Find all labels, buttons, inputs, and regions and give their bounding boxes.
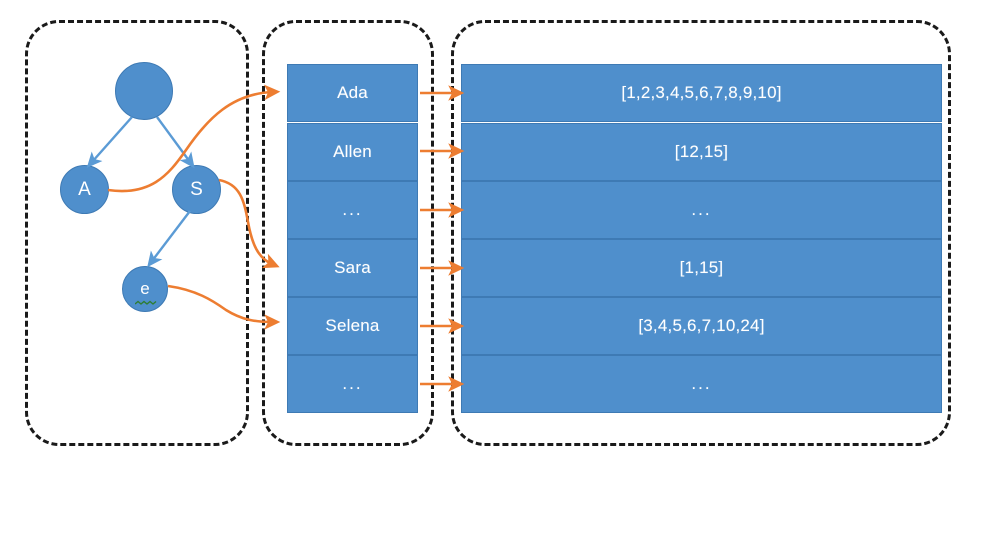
caption-posting-line1: Postin [498, 530, 551, 539]
term-label: Ada [337, 83, 368, 102]
term-label: ... [342, 374, 363, 393]
tree-node-a-label: A [78, 178, 91, 200]
tree-node-root[interactable] [115, 62, 173, 120]
term-label: Sara [334, 258, 371, 277]
tree-node-s[interactable]: S [172, 165, 221, 214]
posting-row[interactable]: [1,15] [461, 239, 942, 297]
posting-row[interactable]: [12,15] [461, 123, 942, 181]
caption-term-dictionary-line1: Term [277, 530, 361, 539]
term-label: Allen [333, 142, 372, 161]
term-dictionary-row[interactable]: Selena [287, 297, 418, 355]
posting-row[interactable]: ... [461, 355, 942, 413]
term-label: ... [342, 200, 363, 219]
term-dictionary-row[interactable]: Ada [287, 64, 418, 122]
posting-label: [3,4,5,6,7,10,24] [638, 316, 765, 335]
tree-node-s-label: S [190, 178, 203, 200]
term-dictionary-row[interactable]: Sara [287, 239, 418, 297]
term-label: Selena [325, 316, 380, 335]
posting-label: ... [691, 374, 712, 393]
term-dictionary-row[interactable]: Allen [287, 123, 418, 181]
caption-term-index: Term Index [45, 460, 91, 539]
caption-posting: Postin g [498, 460, 551, 539]
tree-node-a[interactable]: A [60, 165, 109, 214]
term-dictionary-row[interactable]: ... [287, 355, 418, 413]
caption-term-dictionary: Term Dictionary [277, 460, 361, 539]
posting-label: [12,15] [674, 142, 729, 161]
posting-label: ... [691, 200, 712, 219]
caption-term-index-line1: Term [45, 530, 91, 539]
posting-row[interactable]: [3,4,5,6,7,10,24] [461, 297, 942, 355]
region-posting [451, 20, 951, 446]
posting-row[interactable]: [1,2,3,4,5,6,7,8,9,10] [461, 64, 942, 122]
term-dictionary-row[interactable]: ... [287, 181, 418, 239]
spellcheck-squiggle-icon [135, 300, 157, 305]
tree-node-e[interactable]: e [122, 266, 168, 312]
posting-label: [1,2,3,4,5,6,7,8,9,10] [621, 83, 782, 102]
posting-row[interactable]: ... [461, 181, 942, 239]
tree-node-e-label: e [140, 279, 150, 298]
posting-label: [1,15] [679, 258, 724, 277]
